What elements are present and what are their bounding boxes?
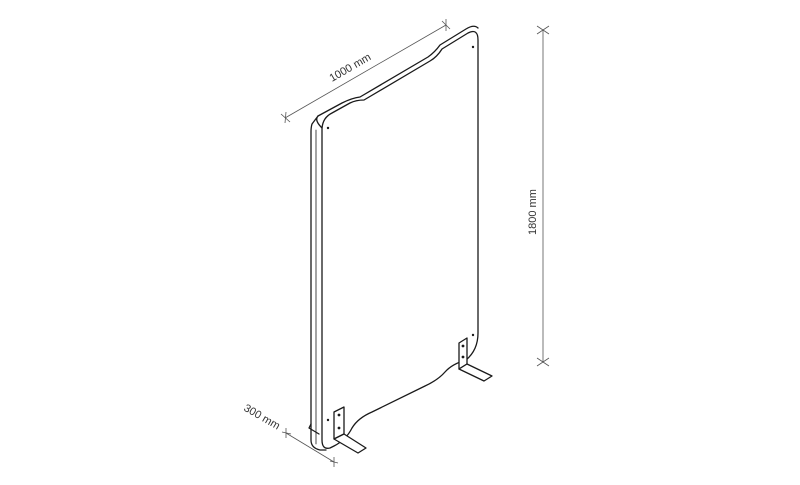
- panel-front-face: [321, 30, 479, 449]
- height-label: 1800 mm: [527, 189, 539, 235]
- left-foot: [333, 406, 367, 454]
- depth-dimension-line: [281, 428, 339, 467]
- rear-foot-plate: [308, 423, 320, 435]
- height-dimension-line: [536, 25, 550, 367]
- panel-edge: [310, 115, 327, 451]
- depth-label: 300 mm: [242, 402, 282, 432]
- screw-holes: [326, 45, 475, 430]
- width-label: 1000 mm: [328, 51, 374, 84]
- panel-top-edge: [317, 25, 479, 117]
- width-dimension-line: [280, 19, 451, 124]
- right-foot: [458, 337, 493, 382]
